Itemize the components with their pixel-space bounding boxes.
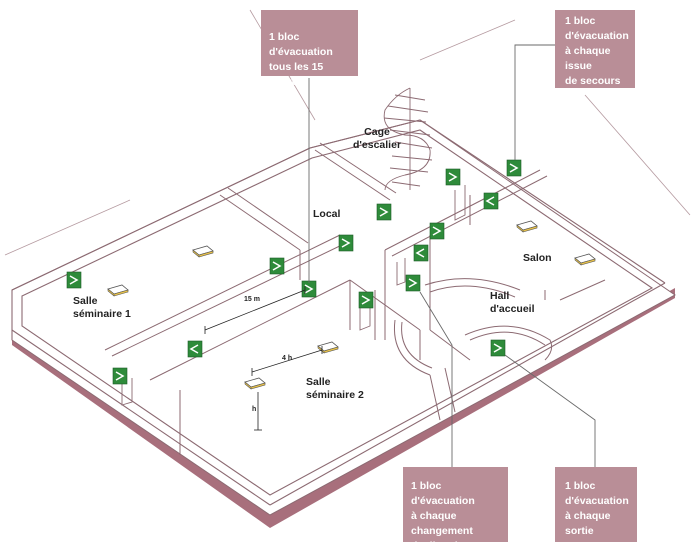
callout-spacing: 1 bloc d'évacuation tous les 15 mètres bbox=[261, 10, 358, 88]
callout-emergency-exit-line1: 1 bloc bbox=[565, 15, 596, 27]
emergency-exit-sign-icon bbox=[187, 340, 203, 358]
dimension-4h-label: 4 h bbox=[282, 355, 293, 362]
callout-direction-change-line1: 1 bloc d'évacuation bbox=[411, 480, 475, 507]
callout-direction-change: 1 bloc d'évacuation à chaque changement … bbox=[403, 467, 508, 552]
dimension-lines bbox=[204, 286, 323, 431]
room-label-seminar1-line1: Salle bbox=[73, 295, 98, 307]
room-label-salon-line1: Salon bbox=[523, 252, 552, 264]
emergency-exit-sign-icon bbox=[269, 257, 285, 275]
ceiling-emergency-light-icon bbox=[244, 377, 266, 390]
room-label-stairwell-line1: Cage bbox=[364, 126, 390, 138]
ceiling-lights bbox=[107, 220, 596, 390]
callout-each-exit-line3: à chaque sortie bbox=[565, 510, 611, 537]
ceiling-emergency-light-icon bbox=[107, 284, 129, 297]
emergency-exit-sign-icon bbox=[405, 274, 421, 292]
emergency-exit-sign-icon bbox=[376, 203, 392, 221]
dimension-h-label: h bbox=[252, 406, 257, 413]
leader-lines bbox=[308, 44, 596, 470]
room-label-local-line1: Local bbox=[313, 208, 341, 220]
leader-emergency-exit bbox=[514, 44, 555, 160]
room-label-salon: Salon bbox=[523, 252, 552, 265]
room-label-hall-line2: d'accueil bbox=[490, 303, 535, 315]
doors bbox=[121, 185, 466, 406]
callout-direction-change-line2: à chaque changement bbox=[411, 510, 473, 537]
room-label-seminar1-line2: séminaire 1 bbox=[73, 308, 131, 320]
ceiling-emergency-light-icon bbox=[574, 253, 596, 266]
callout-spacing-line2: tous les 15 mètres bbox=[269, 61, 324, 88]
hall-curves bbox=[393, 278, 553, 421]
room-label-seminar2-line2: séminaire 2 bbox=[306, 389, 364, 401]
room-label-stairwell-line2: d'escalier bbox=[353, 139, 402, 151]
room-label-hall-line1: Hall bbox=[490, 290, 510, 302]
callout-spacing-line1: 1 bloc d'évacuation bbox=[269, 31, 333, 58]
emergency-exit-sign-icon bbox=[413, 244, 429, 262]
ceiling-emergency-light-icon bbox=[516, 220, 538, 233]
emergency-exit-sign-icon bbox=[112, 367, 128, 385]
emergency-exit-sign-icon bbox=[445, 168, 461, 186]
room-label-seminar2: Salle séminaire 2 bbox=[306, 376, 364, 402]
emergency-exit-sign-icon bbox=[506, 159, 522, 177]
callout-direction-change-line3: de direction bbox=[411, 540, 471, 552]
room-label-local: Local bbox=[313, 208, 340, 221]
background-outline bbox=[4, 9, 691, 256]
callout-each-exit-line2: d'évacuation bbox=[565, 495, 629, 507]
callout-each-exit-line1: 1 bloc bbox=[565, 480, 596, 492]
spiral-staircase bbox=[383, 87, 433, 191]
leader-direction-change bbox=[419, 291, 453, 470]
callout-emergency-exit-line4: de secours bbox=[565, 75, 621, 87]
exit-signs bbox=[66, 159, 522, 385]
room-label-hall: Hall d'accueil bbox=[490, 290, 535, 316]
dimension-15m-label: 15 m bbox=[244, 296, 260, 303]
callout-emergency-exit-line3: à chaque issue bbox=[565, 45, 611, 72]
emergency-exit-sign-icon bbox=[338, 234, 354, 252]
callout-each-exit: 1 bloc d'évacuation à chaque sortie bbox=[555, 467, 637, 542]
leader-each-exit bbox=[504, 354, 596, 470]
callout-emergency-exit: 1 bloc d'évacuation à chaque issue de se… bbox=[555, 10, 635, 88]
dimension-15m-line bbox=[204, 289, 306, 331]
callout-emergency-exit-line2: d'évacuation bbox=[565, 30, 629, 42]
emergency-exit-sign-icon bbox=[429, 222, 445, 240]
ceiling-emergency-light-icon bbox=[192, 245, 214, 258]
emergency-exit-sign-icon bbox=[301, 280, 317, 298]
room-label-seminar2-line1: Salle bbox=[306, 376, 331, 388]
emergency-exit-sign-icon bbox=[66, 271, 82, 289]
room-label-stairwell: Cage d'escalier bbox=[353, 126, 401, 152]
dimension-4h-line bbox=[251, 349, 323, 373]
emergency-exit-sign-icon bbox=[358, 291, 374, 309]
room-label-seminar1: Salle séminaire 1 bbox=[73, 295, 131, 321]
emergency-exit-sign-icon bbox=[490, 339, 506, 357]
floor-slab bbox=[12, 288, 675, 528]
emergency-exit-sign-icon bbox=[483, 192, 499, 210]
